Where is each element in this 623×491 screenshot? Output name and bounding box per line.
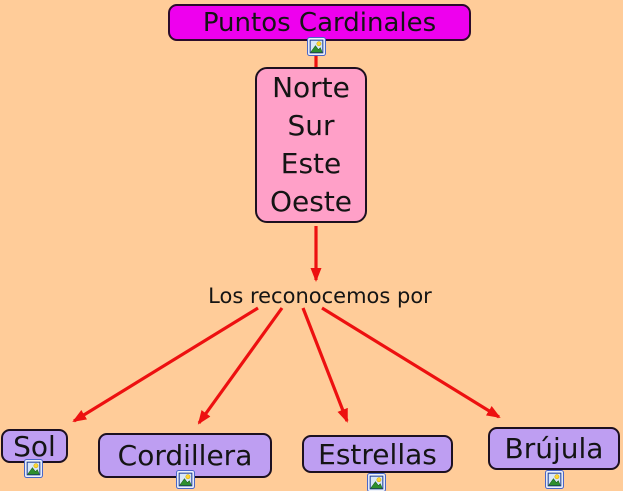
node-puntos-cardinales[interactable]: Puntos Cardinales xyxy=(168,4,471,41)
image-resource-icon[interactable] xyxy=(545,470,564,489)
link-phrase-to-sol xyxy=(72,306,259,423)
node-cordillera-label: Cordillera xyxy=(117,439,253,472)
link-phrase-to-estrellas xyxy=(301,307,349,423)
link-phrase-to-brujula xyxy=(321,306,501,419)
image-resource-icon[interactable] xyxy=(367,473,386,491)
image-resource-icon[interactable] xyxy=(176,470,195,489)
link-phrase-to-cordillera xyxy=(197,307,284,425)
node-estrellas-label: Estrellas xyxy=(318,437,437,471)
node-puntos-cardinales-label: Puntos Cardinales xyxy=(202,7,437,38)
node-brujula-label: Brújula xyxy=(504,432,604,465)
main-node-line: Norte xyxy=(272,71,350,104)
main-node-line: Sur xyxy=(287,109,335,142)
node-estrellas[interactable]: Estrellas xyxy=(302,435,453,473)
linking-phrase[interactable]: Los reconocemos por xyxy=(208,284,432,308)
node-sol-label: Sol xyxy=(13,429,56,463)
node-brujula[interactable]: Brújula xyxy=(488,427,620,470)
node-sol[interactable]: Sol xyxy=(1,429,68,463)
image-resource-icon[interactable] xyxy=(24,459,43,478)
main-node-line: Este xyxy=(280,147,342,180)
image-resource-icon[interactable] xyxy=(307,37,326,56)
node-cordillera[interactable]: Cordillera xyxy=(98,433,272,478)
main-node-line: Oeste xyxy=(269,185,353,218)
node-norte-sur-este-oeste[interactable]: Norte Sur Este Oeste xyxy=(255,67,367,223)
